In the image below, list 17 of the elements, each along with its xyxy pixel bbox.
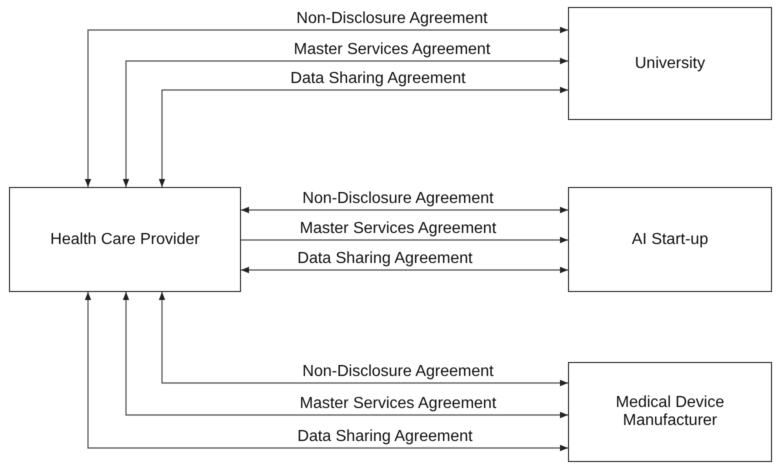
arrow <box>158 292 568 386</box>
entity-box <box>568 187 772 292</box>
arrow <box>122 58 568 187</box>
entity-box <box>9 187 241 292</box>
entity-name: Health Care Provider <box>49 230 201 248</box>
arrow <box>241 236 568 244</box>
arrow <box>241 266 568 274</box>
arrow <box>84 26 568 187</box>
arrow <box>122 292 568 418</box>
arrow <box>241 206 568 214</box>
entity-box <box>568 362 772 462</box>
arrow <box>158 86 568 187</box>
entity-name: AI Start-up <box>630 230 710 248</box>
entity-name: University <box>634 54 706 72</box>
arrow <box>84 292 568 452</box>
entity-name: Medical Device Manufacturer <box>614 394 726 430</box>
entity-box <box>568 7 772 120</box>
